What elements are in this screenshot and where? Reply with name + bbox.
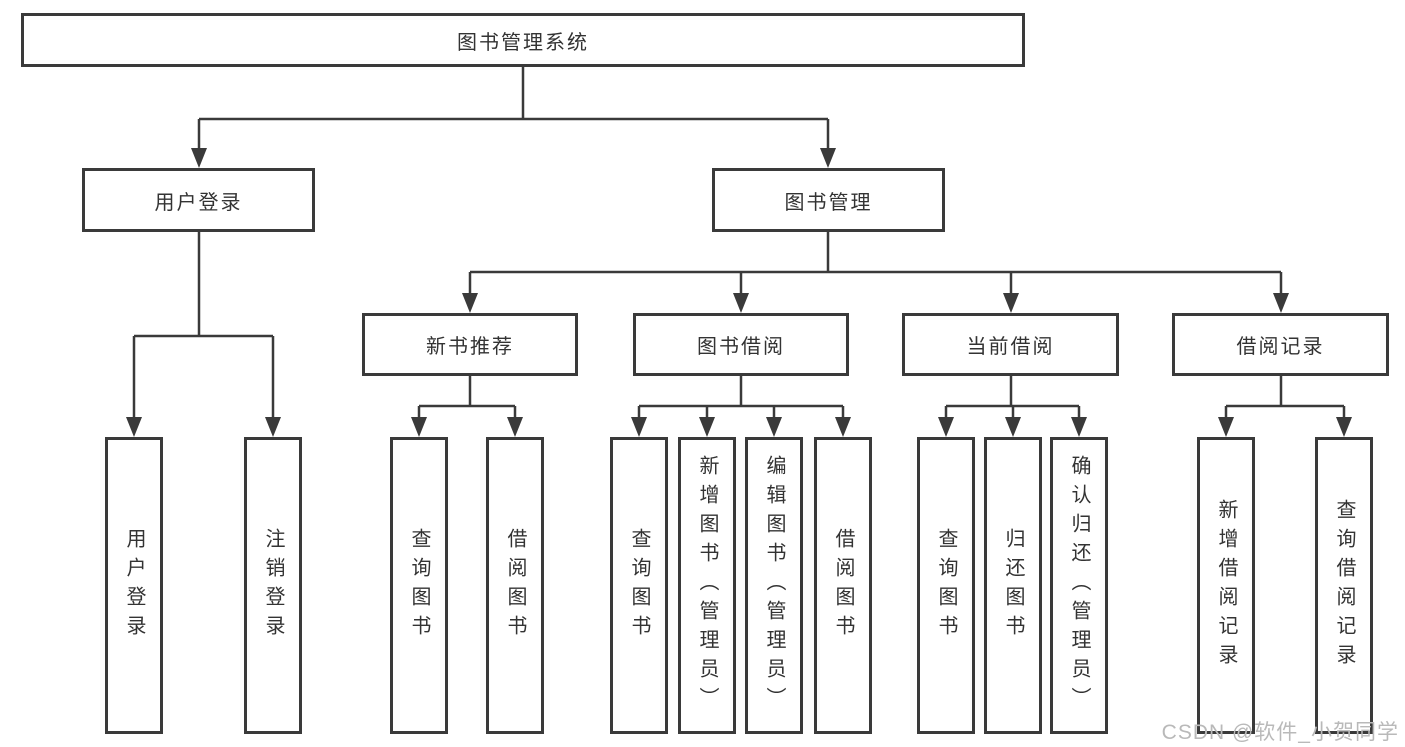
node-label: 归还图书 bbox=[1002, 527, 1024, 644]
node-book-management: 图书管理 bbox=[712, 168, 945, 232]
node-label: 当前借阅 bbox=[966, 336, 1055, 358]
leaf-borrow-books-borrowing: 借阅图书 bbox=[814, 437, 872, 734]
leaf-user-login: 用户登录 bbox=[105, 437, 163, 734]
leaf-query-books-current: 查询图书 bbox=[917, 437, 975, 734]
leaf-edit-book-admin: 编辑图书（管理员） bbox=[745, 437, 803, 734]
leaf-return-books: 归还图书 bbox=[984, 437, 1042, 734]
node-label: 查询图书 bbox=[628, 527, 650, 644]
leaf-confirm-return-admin: 确认归还（管理员） bbox=[1050, 437, 1108, 734]
watermark: CSDN @软件_小贺同学 bbox=[1161, 721, 1399, 744]
node-label: 借阅记录 bbox=[1236, 336, 1325, 358]
leaf-query-books-recommend: 查询图书 bbox=[390, 437, 448, 734]
node-label: 新书推荐 bbox=[426, 336, 514, 358]
node-label: 图书管理 bbox=[784, 191, 873, 214]
node-label: 编辑图书（管理员） bbox=[763, 455, 785, 716]
node-label: 借阅图书 bbox=[832, 527, 854, 644]
node-book-borrowing: 图书借阅 bbox=[633, 313, 849, 376]
node-label: 借阅图书 bbox=[504, 527, 526, 644]
leaf-borrow-books-recommend: 借阅图书 bbox=[486, 437, 544, 734]
node-label: 用户登录 bbox=[154, 191, 243, 214]
leaf-query-books-borrowing: 查询图书 bbox=[610, 437, 668, 734]
node-label: 新增图书（管理员） bbox=[696, 455, 718, 716]
leaf-add-borrow-record: 新增借阅记录 bbox=[1197, 437, 1255, 734]
node-borrowing-records: 借阅记录 bbox=[1172, 313, 1389, 376]
leaf-query-borrow-record: 查询借阅记录 bbox=[1315, 437, 1373, 734]
node-label: 用户登录 bbox=[123, 527, 145, 644]
node-label: 查询图书 bbox=[935, 527, 957, 644]
leaf-logout: 注销登录 bbox=[244, 437, 302, 734]
node-label: 图书管理系统 bbox=[457, 31, 589, 54]
node-label: 新增借阅记录 bbox=[1215, 498, 1237, 673]
node-current-borrowing: 当前借阅 bbox=[902, 313, 1119, 376]
node-user-login: 用户登录 bbox=[82, 168, 315, 232]
node-label: 查询图书 bbox=[408, 527, 430, 644]
node-library-management-system: 图书管理系统 bbox=[21, 13, 1025, 67]
node-label: 注销登录 bbox=[262, 527, 284, 644]
connector-paths bbox=[132, 67, 1346, 420]
node-new-book-recommendation: 新书推荐 bbox=[362, 313, 578, 376]
node-label: 查询借阅记录 bbox=[1333, 498, 1355, 673]
arrowheads bbox=[126, 148, 1352, 437]
node-label: 确认归还（管理员） bbox=[1068, 455, 1090, 716]
leaf-add-book-admin: 新增图书（管理员） bbox=[678, 437, 736, 734]
node-label: 图书借阅 bbox=[697, 336, 785, 358]
